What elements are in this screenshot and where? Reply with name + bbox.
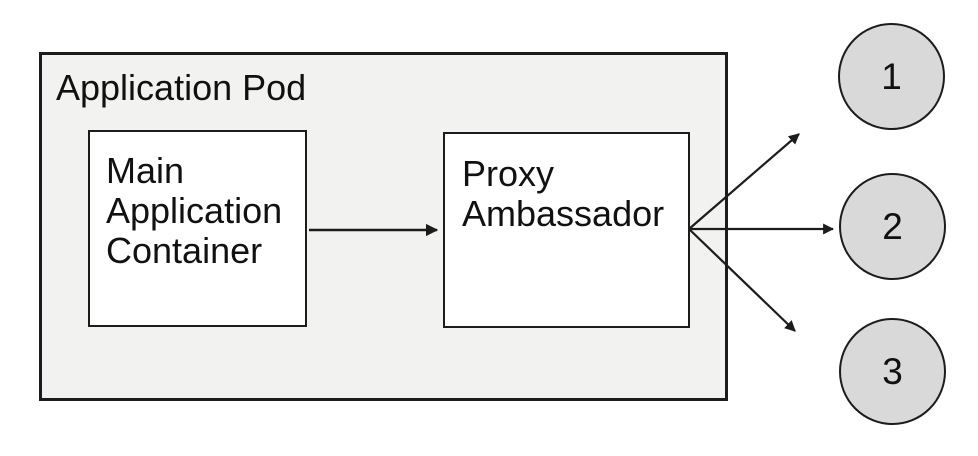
node-label-line: Main xyxy=(106,150,185,191)
node-label-line: Container xyxy=(106,230,263,271)
main-application-container-node: Main Application Container xyxy=(88,130,307,327)
node-label-line: Ambassador xyxy=(462,193,665,234)
endpoint-circle-3: 3 xyxy=(839,318,946,425)
endpoint-number: 1 xyxy=(881,55,902,97)
node-label-line: Application xyxy=(106,190,283,231)
endpoint-circle-1: 1 xyxy=(838,23,945,130)
proxy-ambassador-node: Proxy Ambassador xyxy=(443,132,690,328)
endpoint-number: 3 xyxy=(882,350,903,392)
endpoint-circle-2: 2 xyxy=(839,173,946,280)
node-label-line: Proxy xyxy=(462,153,555,194)
endpoint-number: 2 xyxy=(882,205,903,247)
application-pod-label: Application Pod xyxy=(56,67,307,108)
